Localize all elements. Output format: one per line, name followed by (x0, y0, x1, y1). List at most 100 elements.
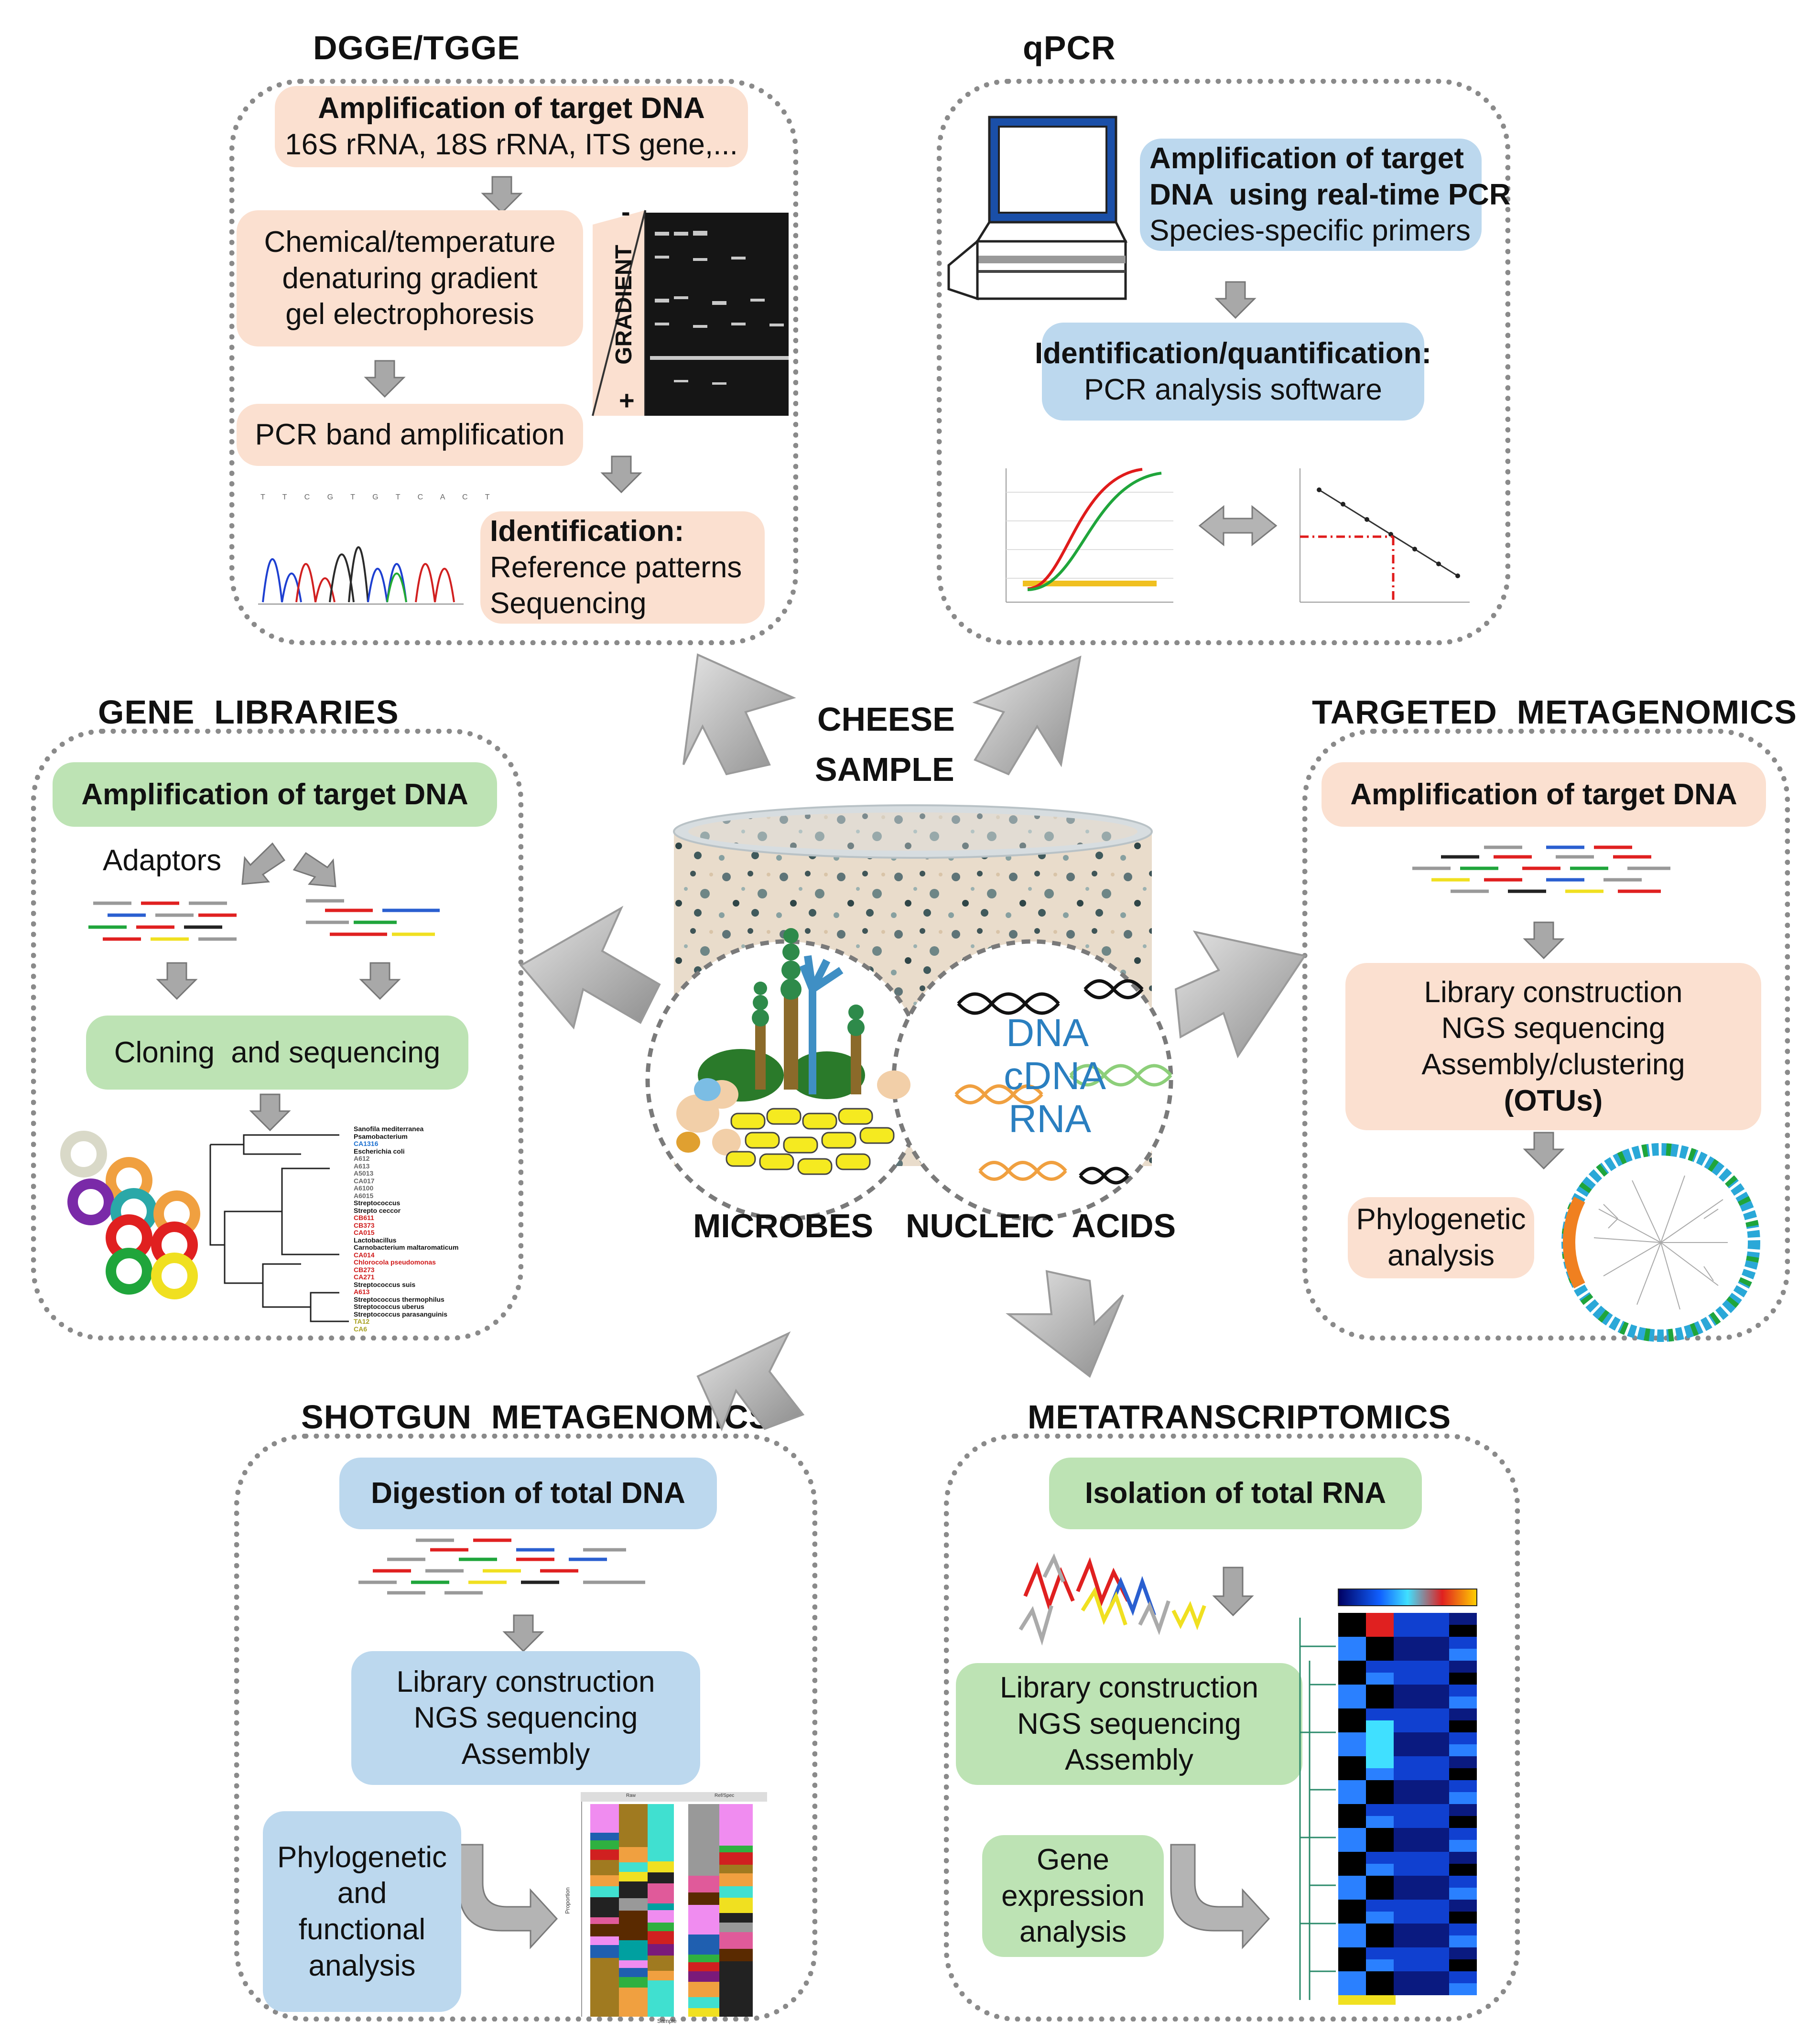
microbes-label: MICROBES (693, 1207, 874, 1244)
heatmap-cell (1366, 1900, 1394, 1912)
sg-lib-l1: Library construction (396, 1665, 655, 1698)
heatmap-cell (1366, 1912, 1394, 1924)
heatmap-cell (1421, 1864, 1449, 1876)
heatmap-cell (1421, 1852, 1449, 1864)
heatmap-cell (1449, 1697, 1477, 1708)
heatmap-cell (1366, 1792, 1394, 1804)
heatmap-cell (1394, 1792, 1421, 1804)
dgge-chemical-box: Chemical/temperature denaturing gradient… (237, 210, 583, 346)
dna-label: DNA (1006, 1011, 1089, 1055)
stacked-segment (648, 1971, 674, 1980)
heatmap-cell (1421, 1708, 1449, 1720)
heatmap-cell (1366, 1708, 1394, 1720)
heatmap-cell (1449, 1924, 1477, 1935)
heatmap-cell (1421, 1673, 1449, 1685)
tm-amplification-box: Amplification of target DNA (1322, 762, 1766, 827)
heatmap-cell (1338, 1971, 1366, 1983)
sg-fragments (358, 1538, 645, 1595)
heatmap-cell (1338, 1768, 1366, 1780)
heatmap-cell (1421, 1792, 1449, 1804)
sg-lib-l3: Assembly (461, 1737, 590, 1771)
heatmap-cell (1338, 1852, 1366, 1864)
heatmap-cell (1338, 1959, 1366, 1971)
gradient-minus: - (621, 196, 630, 227)
heatmap-cell (1394, 1756, 1421, 1768)
mt-gene-l1: Gene (1037, 1843, 1109, 1877)
tm-lib-l3: Assembly/clustering (1421, 1048, 1685, 1081)
heatmap-cell (1394, 1852, 1421, 1864)
heatmap-cell (1394, 1971, 1421, 1983)
sg-chart-xlabel: Sample (657, 2018, 677, 2024)
sg-chart-ylabel: Proportion (564, 1887, 571, 1914)
tree-label: A612 (354, 1155, 370, 1162)
heatmap-cell (1366, 1876, 1394, 1888)
stacked-segment (590, 1913, 628, 1917)
small-arrow-tm-1 (1523, 921, 1565, 960)
heatmap-cell (1338, 1935, 1366, 1947)
cheese-label-line1: CHEESE (817, 701, 955, 738)
stacked-segment (648, 1980, 674, 2017)
mt-gene-l3: analysis (1019, 1915, 1127, 1949)
heatmap-cell (1449, 1732, 1477, 1744)
stacked-segment (719, 1804, 753, 1833)
heatmap-cell (1338, 1792, 1366, 1804)
heatmap-cell (1449, 1792, 1477, 1804)
heatmap-cell (1394, 1924, 1421, 1935)
stacked-segment (719, 1898, 753, 1908)
heatmap-cell (1338, 1912, 1366, 1924)
dgge-title: DGGE/TGGE (313, 29, 520, 66)
heatmap-cell (1421, 1971, 1449, 1983)
stacked-segment (648, 1899, 674, 1903)
heatmap-cell (1366, 1768, 1394, 1780)
arrow-to-shotgun (696, 1331, 805, 1432)
heatmap-cell (1394, 1732, 1421, 1744)
heatmap-cell (1338, 1625, 1366, 1637)
heatmap-cell (1338, 1744, 1366, 1756)
dna-helix-icon (954, 979, 1172, 1185)
gl-cloning-box: Cloning and sequencing (86, 1016, 468, 1090)
stacked-segment (648, 1872, 674, 1883)
heatmap-cell (1449, 1947, 1477, 1959)
tm-fragments (1412, 845, 1670, 893)
mt-lib-l1: Library construction (999, 1671, 1259, 1705)
rna-label: RNA (1008, 1097, 1092, 1141)
stacked-segment (719, 1913, 753, 1923)
nucleic-acids-label: NUCLEIC ACIDS (906, 1207, 1176, 1244)
dgge-chem-l1: Chemical/temperature (264, 226, 556, 259)
small-arrow-qpcr-1 (1214, 281, 1257, 319)
tree-leaf-labels: Sanofila mediterranea Psamobacterium CA1… (354, 1125, 497, 1336)
standard-curve-chart (1300, 468, 1470, 603)
dgge-id-bold: Identification: (490, 515, 684, 548)
heatmap-cell (1366, 1864, 1394, 1876)
stacked-segment (648, 1883, 674, 1891)
heatmap-cell (1421, 1720, 1449, 1732)
dgge-panel (229, 79, 798, 645)
heatmap-cell (1394, 1661, 1421, 1673)
cdna-label: cDNA (1004, 1054, 1106, 1098)
heatmap-cell (1394, 1947, 1421, 1959)
heatmap-cell (1366, 1852, 1394, 1864)
heatmap-cell (1421, 1935, 1449, 1947)
stacked-segment (688, 1935, 726, 1943)
stacked-segment (648, 1923, 674, 1931)
microbes-icon (676, 928, 910, 1175)
heatmap-cell (1338, 1732, 1366, 1744)
stacked-segment (719, 1923, 753, 1932)
heatmap-cell (1366, 1840, 1394, 1852)
sg-digestion-box: Digestion of total DNA (339, 1458, 717, 1529)
mt-library-box: Library construction NGS sequencing Asse… (956, 1663, 1302, 1785)
heatmap-cell (1421, 1732, 1449, 1744)
gl-cloning-label: Cloning and sequencing (114, 1036, 441, 1069)
tree-label: Streptococcus parasanguinis (354, 1310, 448, 1318)
dgge-band-box: PCR band amplification (237, 404, 583, 466)
arrow-to-gene-libraries (519, 906, 661, 1030)
stacked-segment (648, 1891, 674, 1899)
heatmap-cell (1366, 1947, 1394, 1959)
qpcr-identification-box: Identification/quantification: PCR analy… (1035, 323, 1431, 421)
dgge-id-l2: Reference patterns (490, 551, 742, 584)
small-arrow-adaptor-2 (292, 852, 336, 887)
heatmap-cell (1394, 1744, 1421, 1756)
heatmap-cell (1394, 1876, 1421, 1888)
heatmap-cell (1421, 1876, 1449, 1888)
heatmap-cell (1421, 1983, 1449, 1995)
